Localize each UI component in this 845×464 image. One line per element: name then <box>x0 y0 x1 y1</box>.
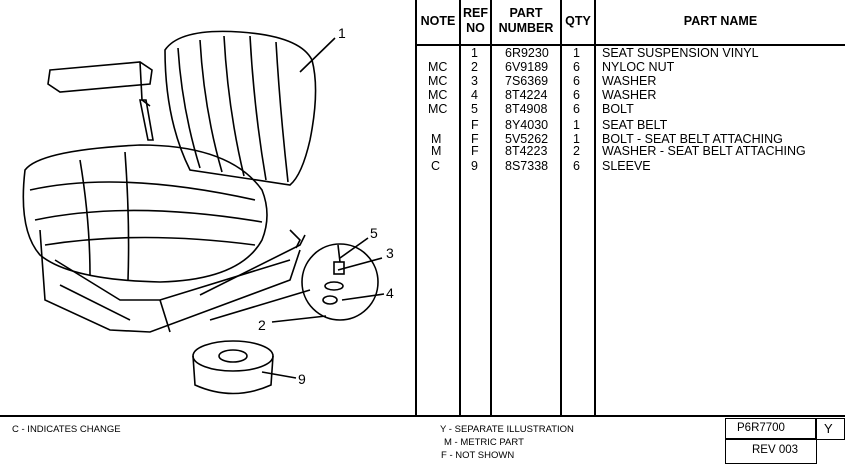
row-part-name: SLEEVE <box>602 159 651 173</box>
change-note: C - INDICATES CHANGE <box>12 424 121 435</box>
header-note: NOTE <box>420 14 456 28</box>
row-qty: 1 <box>573 118 580 132</box>
row-qty: 6 <box>573 74 580 88</box>
header-qty: QTY <box>565 14 591 28</box>
row-qty: 6 <box>573 159 580 173</box>
row-part-name: BOLT <box>602 102 634 116</box>
row-ref: 2 <box>471 60 478 74</box>
row-note: M <box>431 144 442 158</box>
legend-separate-illustration: Y - SEPARATE ILLUSTRATION <box>440 424 574 435</box>
row-ref: 9 <box>471 159 478 173</box>
row-part-number: 8T4224 <box>505 88 548 102</box>
callout-9: 9 <box>298 371 306 387</box>
row-part-number: 8Y4030 <box>505 118 549 132</box>
row-note: MC <box>428 102 448 116</box>
row-part-number: 7S6369 <box>505 74 549 88</box>
legend-metric-part: M - METRIC PART <box>444 437 524 448</box>
row-qty: 6 <box>573 60 580 74</box>
row-note: MC <box>428 60 448 74</box>
callout-5: 5 <box>370 225 378 241</box>
row-ref: F <box>471 118 479 132</box>
row-ref: F <box>471 144 479 158</box>
col-divider-qty <box>594 0 596 416</box>
row-part-number: 8T4908 <box>505 102 548 116</box>
row-note: C <box>431 159 441 173</box>
row-part-name: WASHER <box>602 74 657 88</box>
row-note: M <box>431 132 442 146</box>
row-part-name: BOLT - SEAT BELT ATTACHING <box>602 132 783 146</box>
row-ref: 3 <box>471 74 478 88</box>
callout-3: 3 <box>386 245 394 261</box>
header-part-name: PART NAME <box>683 14 758 28</box>
col-divider-note <box>459 0 461 416</box>
row-qty: 6 <box>573 88 580 102</box>
row-qty: 1 <box>573 132 580 146</box>
seat-illustration: 1 2 3 4 5 9 <box>22 25 394 395</box>
row-part-name: NYLOC NUT <box>602 60 675 74</box>
row-qty: 2 <box>573 144 580 158</box>
legend-not-shown: F - NOT SHOWN <box>441 450 515 461</box>
illustration-divider <box>415 0 417 416</box>
callout-1: 1 <box>338 25 346 41</box>
row-ref: 5 <box>471 102 478 116</box>
col-divider-ref <box>490 0 492 416</box>
callout-4: 4 <box>386 285 394 301</box>
doc-letter: Y <box>824 421 833 436</box>
row-ref: 1 <box>471 46 478 60</box>
row-ref: F <box>471 132 479 146</box>
doc-number: P6R7700 <box>737 422 785 434</box>
footer-divider <box>0 415 845 417</box>
row-part-number: 5V5262 <box>505 132 549 146</box>
row-note: MC <box>428 74 448 88</box>
row-part-name: SEAT SUSPENSION VINYL <box>602 46 759 60</box>
row-part-name: WASHER <box>602 88 657 102</box>
row-part-number: 8T4223 <box>505 144 548 158</box>
row-part-name: SEAT BELT <box>602 118 668 132</box>
row-ref: 4 <box>471 88 478 102</box>
header-part-number: PART NUMBER <box>498 6 554 35</box>
callout-2: 2 <box>258 317 266 333</box>
revision: REV 003 <box>752 444 799 456</box>
doc-number-box <box>725 418 817 440</box>
row-qty: 1 <box>573 46 580 60</box>
row-qty: 6 <box>573 102 580 116</box>
table-header-rule <box>416 44 845 46</box>
row-note: MC <box>428 88 448 102</box>
row-part-number: 6V9189 <box>505 60 549 74</box>
row-part-number: 8S7338 <box>505 159 549 173</box>
row-part-number: 6R9230 <box>505 46 549 60</box>
col-divider-part <box>560 0 562 416</box>
header-ref-no: REF NO <box>463 6 488 35</box>
row-part-name: WASHER - SEAT BELT ATTACHING <box>602 144 806 158</box>
